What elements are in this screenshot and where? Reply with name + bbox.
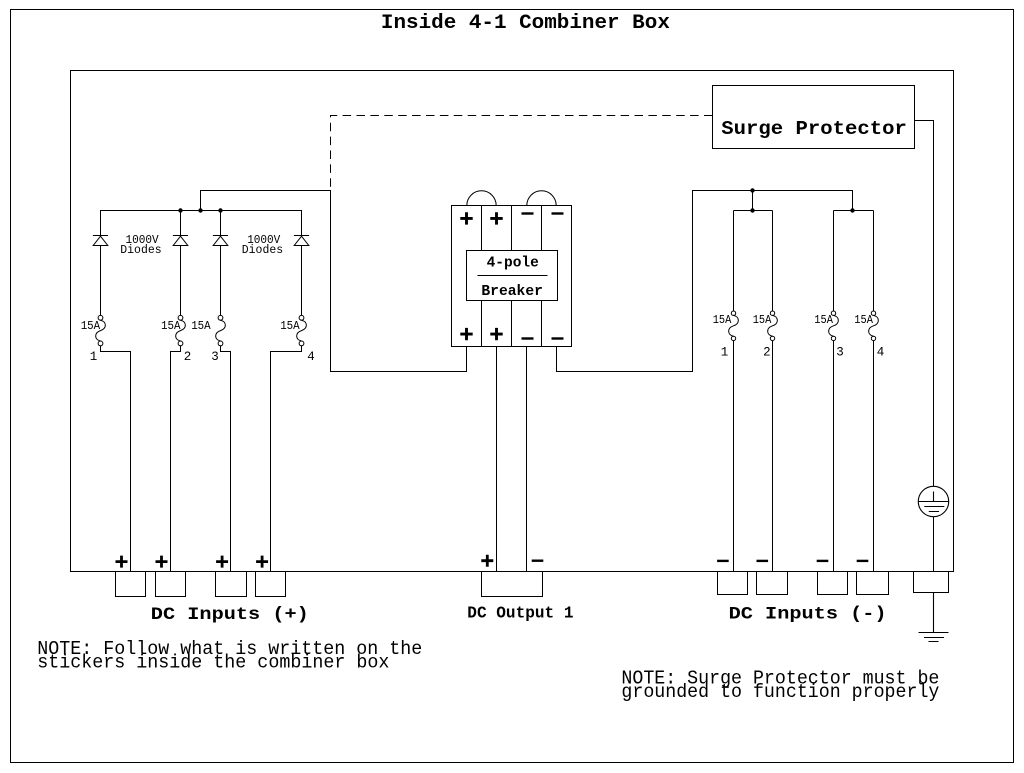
svg-text:Surge Protector: Surge Protector [721,118,907,140]
svg-text:stickers inside the combiner b: stickers inside the combiner box [37,652,389,674]
svg-text:grounded to function properly: grounded to function properly [621,681,939,703]
svg-text:1000V: 1000V [126,233,160,247]
svg-text:1: 1 [90,350,98,364]
svg-text:3: 3 [211,350,219,364]
svg-text:15A: 15A [161,319,181,333]
svg-text:NOTE: Surge Protector must be: NOTE: Surge Protector must be [621,667,939,689]
svg-text:DC Output 1: DC Output 1 [467,604,573,623]
svg-text:4-pole: 4-pole [487,255,539,271]
svg-text:NOTE: Follow what is written o: NOTE: Follow what is written on the [37,638,422,660]
svg-text:15A: 15A [81,319,101,333]
svg-text:2: 2 [184,350,192,364]
svg-text:4: 4 [307,350,315,364]
svg-text:3: 3 [836,346,844,360]
svg-text:Breaker: Breaker [481,284,543,300]
svg-text:1: 1 [721,346,729,360]
svg-text:15A: 15A [854,313,873,327]
svg-text:15A: 15A [191,319,211,333]
svg-text:15A: 15A [814,313,833,327]
svg-text:15A: 15A [713,313,732,327]
svg-text:Diodes: Diodes [242,243,283,257]
svg-text:15A: 15A [280,319,300,333]
svg-text:15A: 15A [753,313,772,327]
svg-text:Diodes: Diodes [120,243,161,257]
svg-text:4: 4 [877,346,885,360]
svg-text:Inside 4-1 Combiner Box: Inside 4-1 Combiner Box [381,12,670,35]
svg-text:1000V: 1000V [247,233,281,247]
svg-text:2: 2 [763,346,771,360]
svg-text:DC Inputs (-): DC Inputs (-) [729,604,887,624]
svg-text:DC Inputs (+): DC Inputs (+) [151,605,309,625]
